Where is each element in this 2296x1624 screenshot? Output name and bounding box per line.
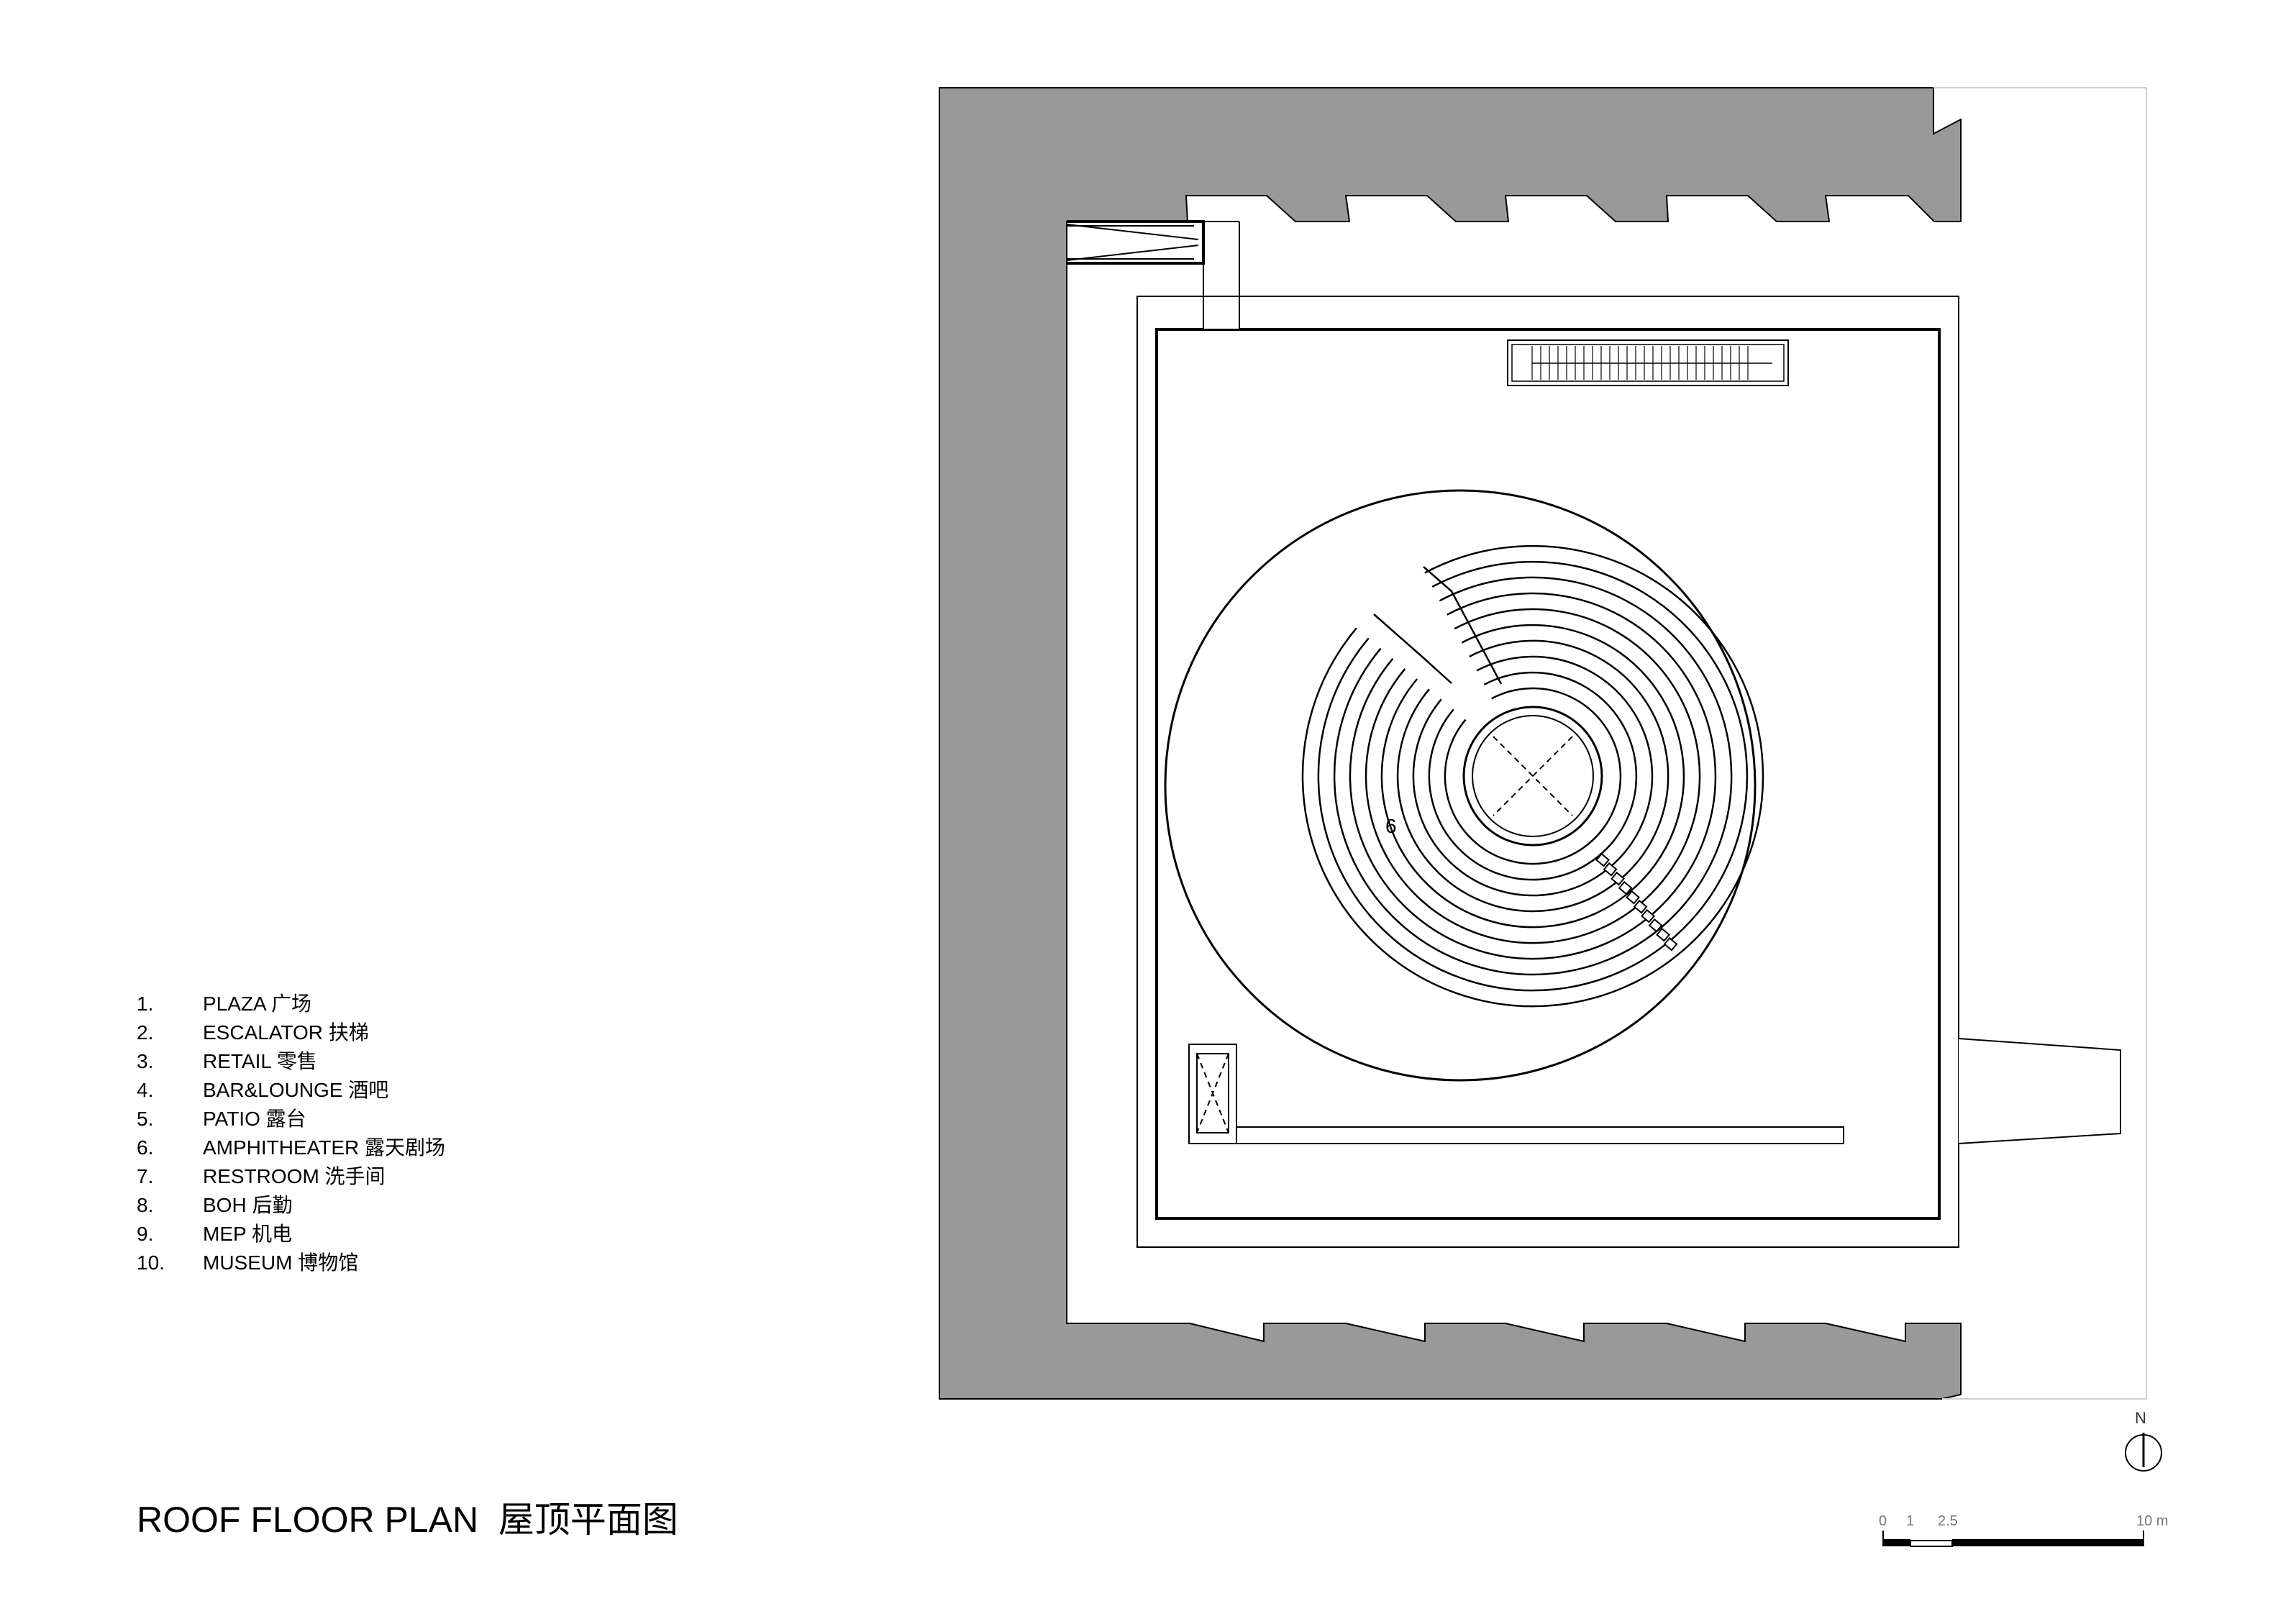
amphitheater-outer-ring [1164, 489, 1757, 1082]
plan-title-zh: 屋顶平面图 [498, 1500, 678, 1540]
plan-title: ROOF FLOOR PLAN 屋顶平面图 [137, 1497, 678, 1542]
legend-number: 5. [137, 1108, 154, 1130]
legend-number: 7. [137, 1165, 154, 1187]
step-box [1611, 871, 1625, 886]
legend-number: 6. [137, 1136, 154, 1159]
legend-label: RETAIL 零售 [203, 1050, 317, 1072]
roof-outer-edge [1136, 296, 1959, 1248]
legend-item: 6. AMPHITHEATER 露天剧场 [137, 1133, 445, 1162]
legend-label: AMPHITHEATER 露天剧场 [203, 1136, 446, 1159]
long-bench [1236, 1126, 1844, 1144]
scale-label-10m: 10 m [2136, 1513, 2169, 1529]
legend-label: BOH 后勤 [203, 1194, 293, 1216]
escalator-channel [1066, 220, 1240, 296]
legend-item: 2. ESCALATOR 扶梯 [137, 1018, 445, 1047]
legend-number: 9. [137, 1223, 154, 1245]
stage-ring-outer [1462, 706, 1603, 847]
skylight-strip [1507, 339, 1789, 386]
step-box [1633, 899, 1648, 914]
amphitheater [1164, 489, 1764, 1082]
stage-ring-inner [1472, 715, 1594, 837]
roof-parapet-inner [1155, 328, 1941, 1220]
legend-label: PLAZA 广场 [203, 993, 311, 1015]
legend-item: 8. BOH 后勤 [137, 1191, 445, 1220]
step-box [1618, 880, 1633, 895]
room-label-amphitheater: 6 [1385, 815, 1397, 837]
legend-item: 1. PLAZA 广场 [137, 990, 445, 1018]
seating-ring [1301, 544, 1764, 1008]
legend-label: BAR&LOUNGE 酒吧 [203, 1079, 389, 1101]
legend-label: MUSEUM 博物馆 [203, 1251, 359, 1274]
amphitheater-steps [1595, 852, 1678, 952]
room-legend: 1. PLAZA 广场 2. ESCALATOR 扶梯 3. RETAIL 零售 4. BAR… [137, 990, 445, 1277]
legend-number: 2. [137, 1021, 154, 1044]
stair-opening [1203, 296, 1240, 330]
legend-item: 3. RETAIL 零售 [137, 1047, 445, 1076]
step-box [1595, 852, 1610, 867]
seating-ring [1444, 687, 1622, 865]
legend-number: 4. [137, 1079, 154, 1101]
scale-label-0: 0 [1879, 1513, 1887, 1529]
step-box [1603, 862, 1618, 877]
scale-label-1: 1 [1906, 1513, 1915, 1529]
legend-label: RESTROOM 洗手间 [203, 1165, 386, 1187]
legend-label: MEP 机电 [203, 1223, 292, 1245]
step-box [1656, 927, 1670, 942]
legend-item: 10. MUSEUM 博物馆 [137, 1249, 445, 1277]
scale-label-2-5: 2.5 [1938, 1513, 1958, 1529]
step-box [1641, 908, 1655, 923]
legend-number: 10. [137, 1251, 165, 1274]
poche-wall [939, 87, 1962, 1400]
legend-item: 4. BAR&LOUNGE 酒吧 [137, 1076, 445, 1105]
legend-item: 5. PATIO 露台 [137, 1105, 445, 1133]
legend-label: ESCALATOR 扶梯 [203, 1021, 369, 1044]
legend-number: 8. [137, 1194, 154, 1216]
legend-number: 1. [137, 993, 154, 1015]
plan-title-en: ROOF FLOOR PLAN [137, 1500, 479, 1540]
site-boundary-line [1933, 87, 2147, 1400]
legend-item: 7. RESTROOM 洗手间 [137, 1162, 445, 1191]
shaft-box [1188, 1044, 1237, 1144]
seating-ring [1428, 671, 1638, 881]
amphitheater-entry-ramp [1373, 566, 1503, 685]
step-box [1663, 936, 1678, 952]
step-box [1626, 890, 1640, 905]
legend-item: 9. MEP 机电 [137, 1220, 445, 1249]
legend-number: 3. [137, 1050, 154, 1072]
east-deck [1958, 1038, 2121, 1144]
step-box [1648, 918, 1663, 933]
legend-label: PATIO 露台 [203, 1108, 306, 1130]
stage-center-x [1493, 736, 1573, 816]
north-label: N [2135, 1409, 2146, 1427]
north-arrow-icon [2125, 1433, 2162, 1472]
scale-bar [1882, 1531, 2144, 1547]
